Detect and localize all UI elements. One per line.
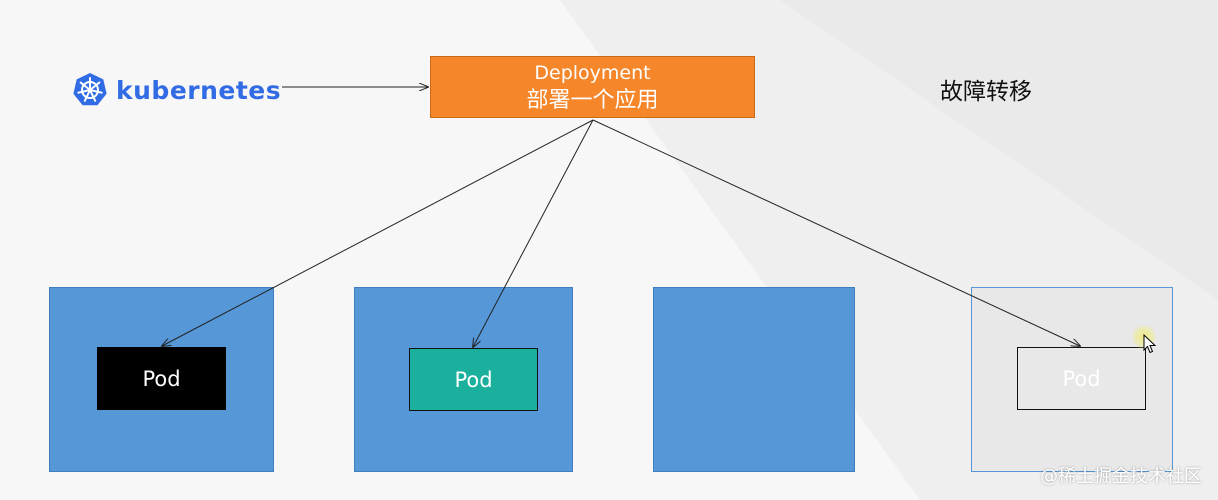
mouse-cursor-icon (1143, 334, 1157, 354)
kubernetes-helm-icon (73, 73, 107, 106)
deployment-title: Deployment (534, 62, 651, 84)
pod-2: Pod (409, 348, 538, 411)
pod-1: Pod (97, 347, 226, 410)
failover-label: 故障转移 (940, 79, 1032, 105)
deployment-box: Deployment 部署一个应用 (430, 56, 755, 118)
kubernetes-logo: kubernetes (72, 72, 281, 108)
watermark: @稀土掘金技术社区 (1040, 466, 1202, 487)
pod-4-failed: Pod (1017, 347, 1146, 410)
logo-wordmark: kubernetes (116, 75, 282, 105)
deployment-subtitle: 部署一个应用 (526, 88, 659, 113)
node-3 (653, 287, 855, 472)
